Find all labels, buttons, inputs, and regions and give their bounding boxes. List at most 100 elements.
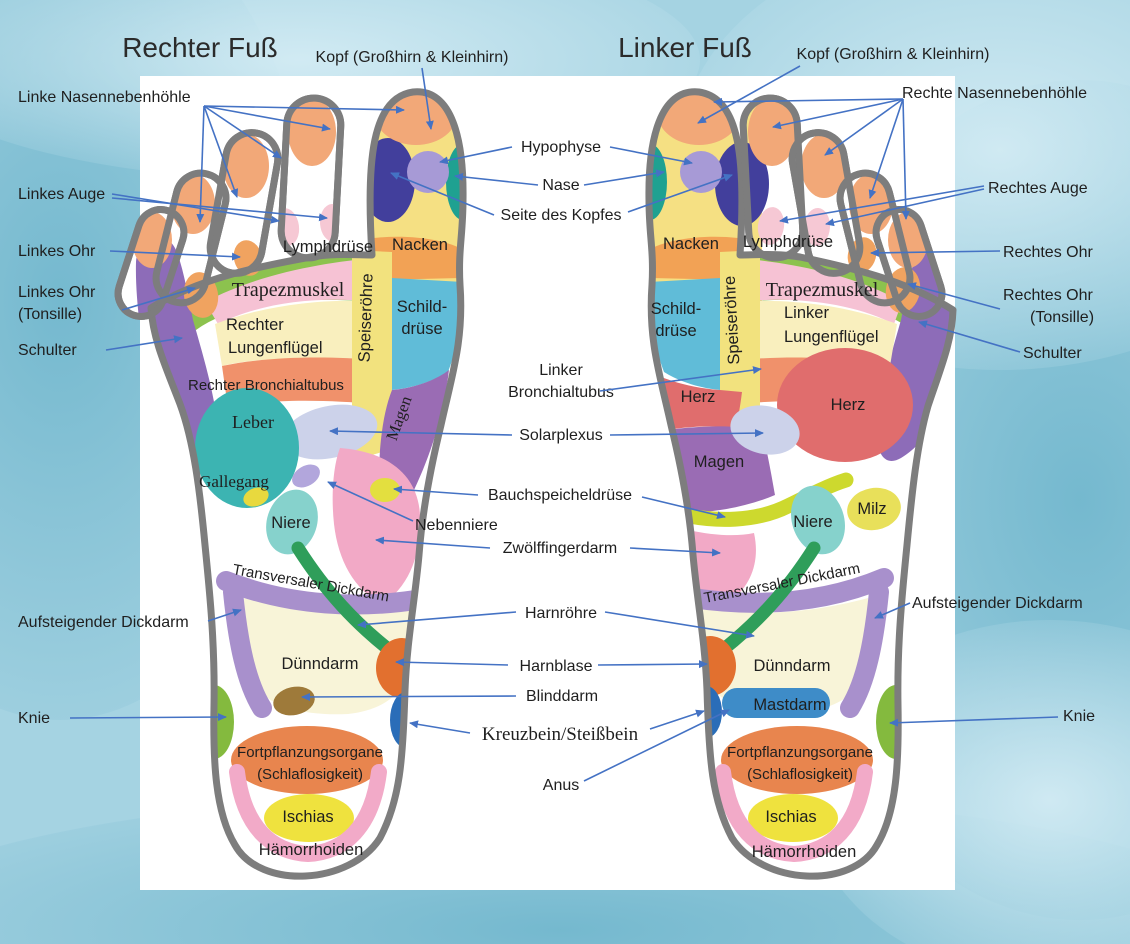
label-nebenniere: Nebenniere — [415, 517, 498, 534]
rf-label-fortpflanzungsorgane-1: Fortpflanzungsorgane — [237, 744, 383, 761]
lf-label-schilddruese-2: drüse — [655, 322, 696, 340]
pancreas-zone — [370, 478, 400, 502]
right-foot-title: Rechter Fuß — [122, 32, 278, 63]
rectum-zone — [722, 688, 830, 718]
label-blinddarm: Blinddarm — [526, 688, 598, 705]
hemorrhoids-zone — [715, 764, 873, 863]
label-kreuzbein-steissbein: Kreuzbein/Steißbein — [482, 724, 639, 745]
gallbladder-zone — [243, 487, 269, 507]
rf-label-gallegang: Gallegang — [199, 472, 269, 491]
lf-label-ischias: Ischias — [765, 808, 816, 826]
left-foot-title: Linker Fuß — [618, 32, 752, 63]
annotation-arrows — [69, 65, 1059, 782]
kidney-zone — [791, 485, 845, 555]
pancreas-zone — [664, 472, 854, 527]
neck-zone — [649, 236, 738, 280]
reproductive-zone — [231, 726, 383, 794]
rf-label-schilddruese-2: drüse — [401, 320, 442, 338]
rf-label-ischias: Ischias — [282, 808, 333, 826]
transverse-colon-zone — [216, 571, 438, 615]
text-labels: Rechter Fuß Linker Fuß Kopf (Großhirn & … — [18, 32, 1095, 861]
trapezius-zone — [205, 258, 374, 324]
label-kopf-right: Kopf (Großhirn & Kleinhirn) — [797, 46, 990, 63]
lf-label-schilddruese-1: Schild- — [651, 300, 701, 318]
right-foot-toe-outlines — [114, 94, 345, 320]
label-linker-bronchialtubus-2: Bronchialtubus — [508, 384, 614, 401]
lf-label-mastdarm: Mastdarm — [753, 696, 826, 714]
label-aufsteigender-dickdarm-left: Aufsteigender Dickdarm — [18, 614, 189, 631]
adrenal-zone — [292, 464, 320, 488]
label-linkes-ohr-tonsille-1: Linkes Ohr — [18, 284, 96, 301]
lf-label-niere: Niere — [793, 513, 832, 531]
rf-label-lungenfluegel-1: Rechter — [226, 316, 284, 334]
label-linker-bronchialtubus-1: Linker — [539, 362, 583, 379]
lf-label-magen: Magen — [694, 453, 744, 471]
label-anus: Anus — [543, 777, 579, 794]
rf-label-nacken: Nacken — [392, 236, 448, 254]
label-harnroehre: Harnröhre — [525, 605, 597, 622]
ureter-zone — [713, 541, 821, 659]
reproductive-zone — [721, 726, 873, 794]
lf-label-lungenfluegel-1: Linker — [784, 304, 829, 322]
hemorrhoids-zone — [229, 764, 387, 863]
lf-label-nacken: Nacken — [663, 235, 719, 253]
transverse-colon-zone — [676, 568, 894, 613]
left-foot — [633, 79, 956, 876]
left-foot-toe-outlines — [739, 94, 946, 320]
rf-label-trapezmuskel: Trapezmuskel — [232, 279, 345, 301]
label-linkes-ohr-tonsille-2: (Tonsille) — [18, 306, 82, 323]
eye-points — [757, 207, 831, 246]
rf-label-niere: Niere — [271, 514, 310, 532]
lf-label-lymphdruese: Lymphdrüse — [743, 233, 833, 251]
esophagus-zone — [352, 250, 392, 458]
lf-label-milz: Milz — [857, 500, 886, 518]
lf-label-fortpflanzungsorgane-1: Fortpflanzungsorgane — [727, 744, 873, 761]
lf-label-herz: Herz — [831, 396, 866, 414]
label-harnblase: Harnblase — [520, 658, 593, 675]
rf-label-lungenfluegel-2: Lungenflügel — [228, 339, 323, 357]
lf-label-speiseroehre: Speiseröhre — [721, 275, 744, 365]
lf-label-haemorrhoiden: Hämorrhoiden — [752, 843, 857, 861]
label-rechtes-ohr-tonsille-2: (Tonsille) — [1030, 309, 1094, 326]
label-knie-left: Knie — [18, 710, 50, 727]
right-foot-zones — [132, 91, 464, 863]
rf-label-bronchialtubus: Rechter Bronchialtubus — [188, 377, 344, 394]
label-knie-right: Knie — [1063, 708, 1095, 725]
label-rechtes-auge: Rechtes Auge — [988, 180, 1088, 197]
label-schulter-right: Schulter — [1023, 345, 1082, 362]
label-rechte-nasennebenhoehle: Rechte Nasennebenhöhle — [902, 85, 1087, 102]
thyroid-zone — [392, 278, 464, 390]
label-nase: Nase — [542, 177, 579, 194]
ascending-colon-zone — [840, 582, 889, 718]
lf-label-fortpflanzungsorgane-2: (Schlaflosigkeit) — [747, 766, 853, 783]
label-rechtes-ohr: Rechtes Ohr — [1003, 244, 1093, 261]
rf-label-lymphdruese: Lymphdrüse — [283, 238, 373, 256]
rf-label-schilddruese-1: Schild- — [397, 298, 447, 316]
ureter-zone — [291, 541, 399, 659]
lf-label-trapezmuskel: Trapezmuskel — [766, 279, 879, 301]
lung-zone — [215, 300, 374, 366]
rf-label-haemorrhoiden: Hämorrhoiden — [259, 841, 364, 859]
ascending-colon-zone — [223, 582, 272, 718]
label-aufsteigender-dickdarm-right: Aufsteigender Dickdarm — [912, 595, 1083, 612]
lf-label-lungenfluegel-2: Lungenflügel — [784, 328, 879, 346]
spleen-zone — [847, 487, 901, 531]
label-schulter-left: Schulter — [18, 342, 77, 359]
small-intestine-zone — [696, 598, 868, 715]
label-linke-nasennebenhoehle: Linke Nasennebenhöhle — [18, 89, 191, 106]
label-seite-des-kopfes: Seite des Kopfes — [501, 207, 622, 224]
neck-zone — [374, 236, 463, 280]
label-bauchspeicheldruese: Bauchspeicheldrüse — [488, 487, 632, 504]
kidney-zone — [266, 489, 318, 555]
pituitary-zone — [407, 151, 449, 193]
rf-label-leber: Leber — [232, 412, 274, 432]
label-rechtes-ohr-tonsille-1: Rechtes Ohr — [1003, 287, 1093, 304]
lf-label-herz-strip: Herz — [681, 388, 716, 406]
label-kopf-left: Kopf (Großhirn & Kleinhirn) — [316, 49, 509, 66]
lf-label-duenndarm: Dünndarm — [753, 657, 830, 675]
heart-zone — [777, 348, 913, 462]
trapezius-zone — [738, 258, 902, 324]
solar-plexus-zone — [730, 405, 800, 455]
